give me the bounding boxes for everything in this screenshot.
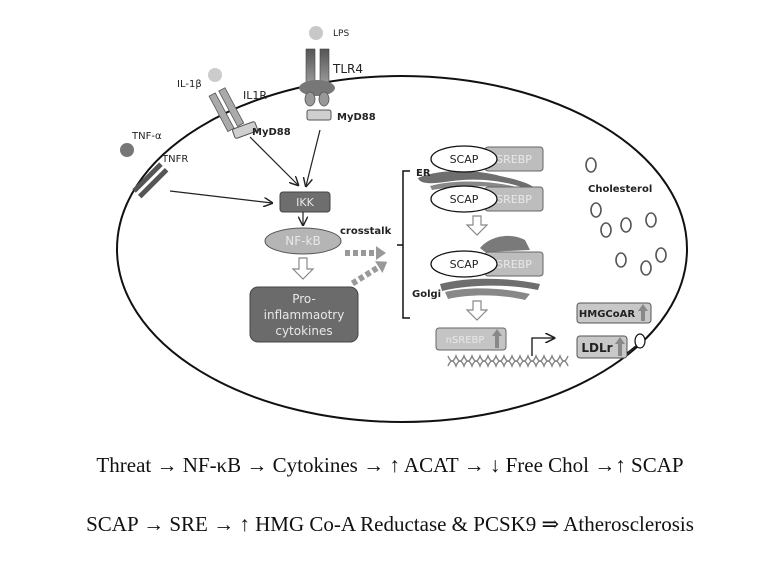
er-label: ER: [416, 168, 431, 179]
arrow-golgi-to-nsrebp: [465, 300, 489, 321]
lps-label: LPS: [333, 29, 349, 39]
tlr4-receptor: LPS TLR4 MyD88: [299, 26, 376, 123]
myd88-il1r-box: [232, 121, 258, 139]
crosstalk-label: crosstalk: [340, 226, 392, 237]
svg-text:SCAP: SCAP: [450, 153, 479, 166]
svg-text:SREBP: SREBP: [496, 258, 532, 271]
il1b-ligand: [208, 68, 222, 82]
up-arrow-icon: [495, 334, 499, 348]
myd88-tlr4-box: [306, 109, 332, 121]
cholesterol-label: Cholesterol: [588, 184, 652, 195]
nsrebp-box: nSREBP: [435, 327, 507, 351]
il1r-label: IL1R: [243, 89, 267, 102]
golgi-label: Golgi: [412, 289, 441, 300]
il1b-label: IL-1β: [177, 79, 202, 90]
arrow-nfkb-to-cytokines: [291, 257, 315, 280]
tlr4-label: TLR4: [332, 62, 363, 76]
svg-text:nSREBP: nSREBP: [446, 335, 485, 346]
up-arrow-icon: [618, 342, 622, 356]
myd88-tlr4-label: MyD88: [337, 112, 376, 123]
nfkb-node: [264, 227, 342, 255]
tnfa-label: TNF-α: [131, 131, 162, 142]
nfkb-label: NF-kB: [285, 234, 320, 248]
myd88-il1r-label: MyD88: [252, 127, 291, 138]
transcription-arrow: [531, 338, 554, 356]
svg-text:SCAP: SCAP: [450, 258, 479, 271]
crosstalk-arrow-lower: [350, 261, 388, 287]
scap-srebp-complex-er-2: SREBP SCAP: [430, 185, 544, 213]
svg-text:SREBP: SREBP: [496, 193, 532, 206]
ikk-label: IKK: [296, 196, 314, 209]
pathway-diagram: LPS TLR4 MyD88 IL-1β IL1R MyD88 TNF-α TN…: [116, 26, 688, 423]
svg-text:HMGCoAR: HMGCoAR: [579, 309, 635, 320]
bracket: [397, 170, 410, 319]
lps-ligand: [309, 26, 323, 40]
arrow-er-to-golgi: [465, 215, 489, 236]
cytokines-box: [249, 286, 359, 343]
tnfr-label: TNFR: [161, 154, 188, 165]
golgi-structure: [440, 235, 540, 300]
caption-line-1: Threat → NF-κB → Cytokines → ↑ ACAT → ↓ …: [96, 453, 684, 477]
dna-strand: [447, 353, 569, 369]
ldl-receptor-ligand: [634, 333, 646, 349]
svg-text:LDLr: LDLr: [581, 341, 612, 355]
arrow-tlr4-to-ikk: [306, 129, 321, 186]
il1r-receptor: IL-1β IL1R MyD88: [177, 68, 291, 139]
ldlr-box: LDLr: [576, 333, 646, 359]
tnfa-ligand: [120, 143, 134, 157]
cholesterol-droplets: [585, 157, 667, 276]
up-arrow-icon: [641, 309, 645, 321]
scap-srebp-complex-er-1: SREBP SCAP: [430, 145, 544, 173]
arrow-il1r-to-ikk: [249, 136, 298, 185]
crosstalk-arrow-upper: [345, 246, 386, 260]
caption-line-2: SCAP → SRE → ↑ HMG Co-A Reductase & PCSK…: [86, 512, 694, 536]
cytokines-label-2: inflammaotry: [264, 308, 345, 322]
scap-srebp-complex-golgi: SREBP SCAP: [430, 250, 544, 278]
ikk-box: [279, 191, 331, 213]
svg-text:SCAP: SCAP: [450, 193, 479, 206]
svg-text:SREBP: SREBP: [496, 153, 532, 166]
hmgcoar-box: HMGCoAR: [576, 302, 652, 324]
arrow-tnfr-to-ikk: [169, 190, 272, 203]
cytokines-label-1: Pro-: [292, 292, 316, 306]
cell-membrane: [116, 75, 688, 423]
cytokines-label-3: cytokines: [275, 324, 332, 338]
tnfr-receptor: TNF-α TNFR: [120, 131, 188, 199]
